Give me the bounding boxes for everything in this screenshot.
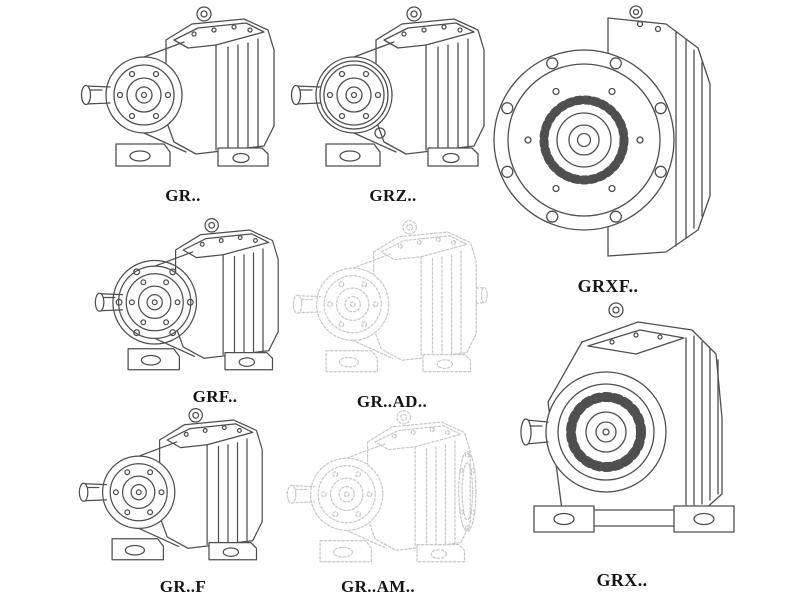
figure-label-gr: GR.. bbox=[165, 186, 201, 205]
gearbox-drawing-grf bbox=[95, 219, 278, 370]
figure-label-grf: GRF.. bbox=[192, 387, 238, 406]
figure-label-grx: GRX.. bbox=[596, 570, 648, 590]
gearbox-drawing-grz bbox=[292, 7, 485, 166]
gearbox-drawing-gr-ad bbox=[293, 221, 487, 372]
gearbox-drawing-grxf bbox=[494, 6, 710, 256]
figure-label-gr-ad: GR..AD.. bbox=[356, 392, 428, 411]
figure-label-gr-am: GR..AM.. bbox=[340, 577, 416, 596]
gearbox-drawing-gr-am bbox=[287, 411, 476, 562]
figure-label-grz: GRZ.. bbox=[369, 186, 417, 205]
gearbox-drawing-gr bbox=[80, 6, 275, 167]
gearbox-drawing-grx bbox=[521, 303, 734, 532]
figure-label-grxf: GRXF.. bbox=[577, 276, 639, 296]
gearbox-drawing-gr-f bbox=[78, 408, 263, 561]
figure-label-gr-f: GR..F bbox=[159, 577, 207, 596]
